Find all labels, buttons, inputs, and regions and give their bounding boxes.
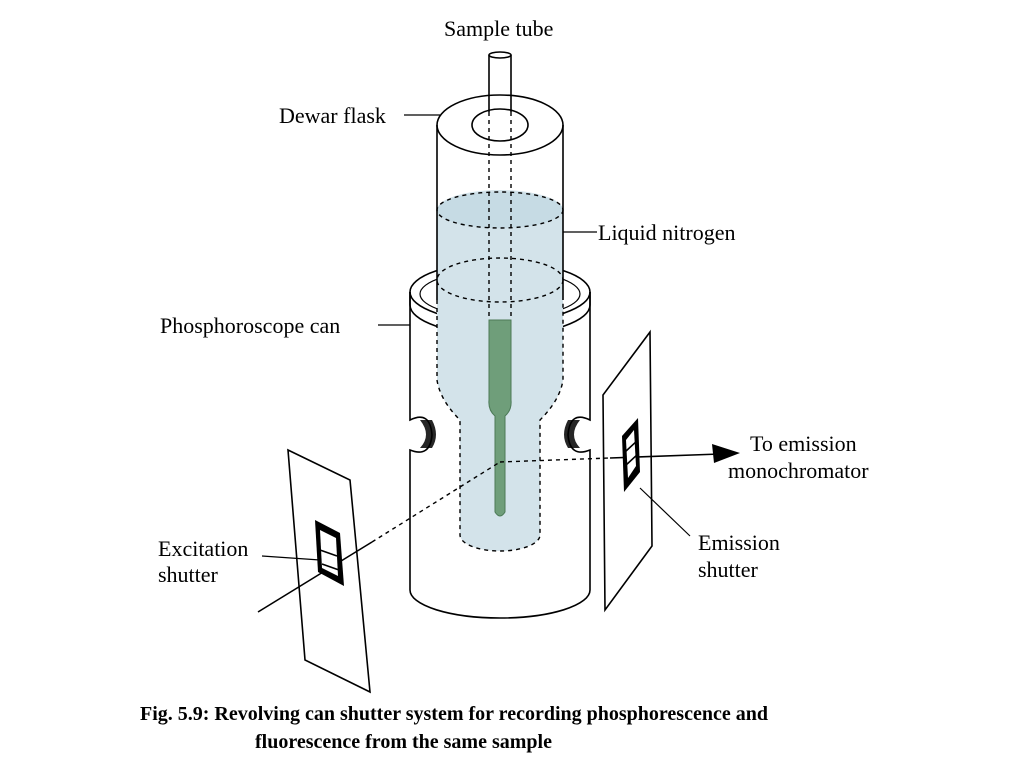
label-to-emission: To emission	[750, 431, 857, 456]
label-excitation: Excitation	[158, 536, 248, 561]
arrow-head	[712, 444, 740, 463]
label-emission-shutter: shutter	[698, 557, 759, 582]
label-phosphoroscope-can: Phosphoroscope can	[160, 313, 340, 338]
label-sample-tube: Sample tube	[444, 16, 553, 41]
emission-shutter	[602, 329, 653, 613]
label-liquid-nitrogen: Liquid nitrogen	[598, 220, 735, 245]
leader-lines	[261, 114, 691, 561]
figure-caption-line2: fluorescence from the same sample	[255, 731, 552, 753]
dewar-flask	[436, 94, 564, 552]
label-dewar-flask: Dewar flask	[279, 103, 386, 128]
sample-tube	[488, 51, 512, 517]
light-path	[257, 444, 740, 613]
excitation-shutter	[287, 448, 371, 694]
figure-caption-line1: Fig. 5.9: Revolving can shutter system f…	[140, 703, 768, 725]
label-monochromator: monochromator	[728, 458, 869, 483]
label-excitation-shutter: shutter	[158, 562, 219, 587]
label-emission: Emission	[698, 530, 780, 555]
